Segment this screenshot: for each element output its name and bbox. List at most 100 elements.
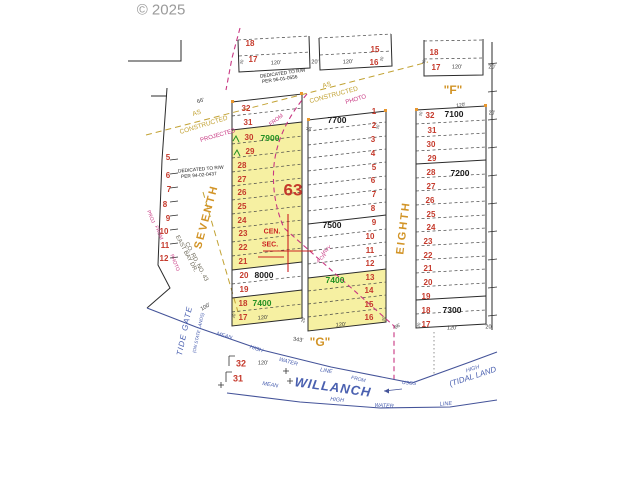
lot-number: 17	[238, 313, 248, 322]
block-number: 7500	[322, 219, 342, 230]
dimension: 120'	[451, 64, 463, 71]
dimension: 20'	[300, 316, 307, 324]
water-label: USGS	[401, 380, 417, 387]
water-label: WATER	[374, 402, 394, 410]
street-lines	[128, 40, 182, 309]
dimension: 120'	[270, 59, 282, 67]
dimension: 120'	[342, 58, 354, 66]
lot-number: 11	[160, 241, 170, 250]
lot-number: 25	[426, 210, 436, 219]
water-lines	[146, 307, 498, 409]
parcel-blocks	[231, 33, 498, 332]
lot-number: 7	[166, 185, 172, 194]
dimension: 343'	[292, 336, 304, 344]
lot-number: 32	[241, 104, 251, 113]
green-check-ticks	[232, 134, 241, 157]
dimension: 20'	[485, 324, 493, 331]
block-number: 7400	[252, 297, 272, 308]
lot-number: 6	[370, 176, 376, 185]
annotation-as-constructed: AS	[321, 80, 332, 90]
lot-number: 26	[425, 196, 435, 205]
dimension: 20'	[306, 125, 312, 131]
water-label: WATER	[278, 356, 299, 368]
water-label: MEAN	[261, 380, 279, 390]
block-number: 7200	[450, 167, 470, 178]
lot-number: 15	[370, 45, 380, 54]
lot-number: 6	[165, 171, 171, 180]
lot-number: 16	[364, 313, 374, 322]
center-section-label: SEC.	[261, 241, 279, 249]
lot-number: 29	[427, 154, 437, 163]
lot-number: 9	[371, 218, 377, 227]
dimension: 20	[378, 56, 385, 62]
dimension: 20	[380, 316, 387, 322]
lot-number: 32	[235, 358, 247, 369]
dedication-note: PER 94-02-0437	[180, 172, 217, 181]
lot-number: 27	[237, 175, 247, 184]
dimension: 20	[374, 124, 381, 130]
center-section-label: CEN.	[263, 228, 281, 236]
block-number: 7100	[444, 108, 464, 119]
dimension: 20'	[488, 64, 496, 71]
dimension: 120'	[257, 360, 269, 367]
annotation-proj: PROJ	[145, 209, 156, 225]
block-number: 7300	[442, 304, 462, 315]
water-label: MEAN	[215, 331, 233, 342]
taxlot-number: 63	[283, 180, 303, 200]
lot-number: 14	[364, 286, 374, 295]
block-number: 7400	[325, 274, 345, 285]
street-name: EIGHTH	[394, 200, 413, 256]
water-label: (ON STATE LANDS)	[191, 312, 205, 354]
lot-number: 18	[421, 306, 431, 315]
lot-number: 31	[427, 126, 437, 135]
section-cross	[258, 214, 313, 272]
lot-number: 10	[365, 232, 375, 241]
dimension: 120'	[335, 321, 347, 329]
dimension: 20	[420, 59, 427, 65]
annotation-hwy: 4 CH	[315, 252, 328, 265]
misc-ticks	[218, 134, 293, 388]
lot-number: 17	[248, 55, 258, 64]
street-name: SEVENTH	[192, 183, 221, 251]
annotation-photo: PHOTO	[168, 253, 181, 273]
water-label: HIGH	[329, 396, 345, 404]
lot-number: 28	[237, 161, 247, 170]
lot-number: 21	[238, 257, 248, 266]
lot-number: 23	[238, 229, 248, 238]
lot-number: 22	[238, 243, 248, 252]
lot-number: 17	[421, 320, 431, 329]
lot-number: 2	[371, 121, 377, 130]
dimension: 20	[230, 313, 237, 319]
water-label: LINE	[439, 400, 453, 408]
arrow-icon	[384, 388, 389, 394]
lot-number: 12	[159, 254, 169, 263]
lot-lines	[231, 33, 487, 318]
survey-lines-magenta	[225, 27, 395, 381]
lot-number: 10	[159, 227, 169, 236]
lot-number: 7	[371, 190, 377, 199]
annotation-photo: PHOTO	[344, 94, 368, 106]
street-name: "G"	[309, 335, 331, 349]
dimension: 20	[417, 111, 424, 117]
dimension: 20	[238, 59, 245, 65]
lot-number: 21	[423, 264, 433, 273]
lot-number: 31	[232, 373, 244, 384]
lot-number: 3	[370, 135, 376, 144]
street-name: "F"	[443, 83, 463, 97]
lot-number: 27	[426, 182, 436, 191]
dimension: 20'	[488, 110, 496, 117]
annotation-as-constructed: AS	[191, 108, 202, 118]
lot-number: 30	[426, 140, 436, 149]
lot-number: 8	[162, 200, 168, 209]
lot-number: 18	[429, 48, 439, 57]
lot-number: 12	[365, 259, 375, 268]
lot-number: 1	[371, 107, 377, 116]
lot-number: 19	[421, 292, 431, 301]
water-label: HIGH	[248, 344, 264, 355]
dimension: 120'	[455, 101, 466, 110]
lot-number: 20	[423, 278, 433, 287]
dimension: 120'	[257, 314, 269, 322]
watermark: © 2025	[136, 1, 186, 19]
